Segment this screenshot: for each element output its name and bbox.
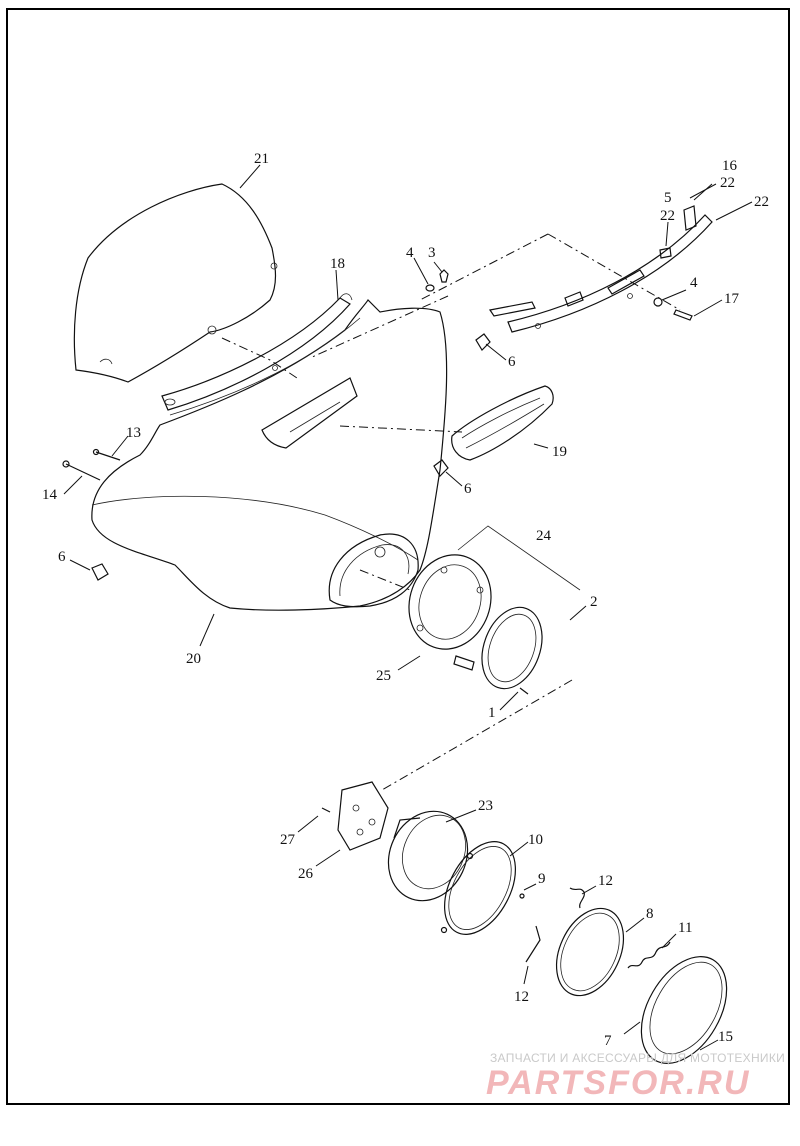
callout-4-right: 4 bbox=[690, 275, 698, 291]
callout-7: 7 bbox=[604, 1033, 612, 1049]
callout-3: 3 bbox=[428, 245, 436, 261]
callout-9: 9 bbox=[538, 871, 546, 887]
callout-22-right: 22 bbox=[754, 194, 769, 210]
callout-20: 20 bbox=[186, 651, 201, 667]
headlamp-trim-ring bbox=[640, 956, 728, 1064]
fasteners bbox=[62, 269, 693, 581]
callout-8: 8 bbox=[646, 906, 654, 922]
headlamp-mounting-ring bbox=[453, 606, 543, 695]
callout-1: 1 bbox=[488, 705, 496, 721]
callout-26: 26 bbox=[298, 866, 314, 882]
callout-24: 24 bbox=[536, 528, 552, 544]
windshield bbox=[73, 183, 278, 383]
callout-6-lower: 6 bbox=[58, 549, 66, 565]
callout-14: 14 bbox=[42, 487, 58, 503]
watermark: ЗАПЧАСТИ И АКСЕССУАРЫ ДЛЯ МОТОТЕХНИКИ PA… bbox=[486, 1051, 785, 1102]
callout-25: 25 bbox=[376, 668, 391, 684]
diagram-frame bbox=[6, 8, 790, 1105]
callout-27: 27 bbox=[280, 832, 296, 848]
headlamp-unit bbox=[387, 810, 469, 902]
callout-22-middle: 22 bbox=[660, 208, 675, 224]
callout-16: 16 bbox=[722, 158, 738, 174]
callout-15: 15 bbox=[718, 1029, 733, 1045]
callout-6-upper: 6 bbox=[508, 354, 516, 370]
leader-lines bbox=[63, 164, 753, 1051]
callout-11: 11 bbox=[678, 920, 692, 936]
fairing-cap-trim bbox=[488, 205, 713, 333]
headlamp-mount-plate bbox=[408, 554, 492, 650]
callout-labels: 21 18 4 3 16 22 22 5 22 4 17 6 19 13 6 1… bbox=[42, 151, 769, 1049]
watermark-brand: PARTSFOR.RU bbox=[486, 1064, 750, 1102]
callout-13: 13 bbox=[126, 425, 141, 441]
callout-10: 10 bbox=[528, 832, 543, 848]
assembly-guide-lines bbox=[221, 233, 681, 791]
callout-21: 21 bbox=[254, 151, 269, 167]
callout-23: 23 bbox=[478, 798, 493, 814]
callout-2: 2 bbox=[590, 594, 598, 610]
vent-assembly bbox=[451, 385, 554, 461]
windshield-trim-strip bbox=[161, 293, 353, 411]
watermark-subtitle: ЗАПЧАСТИ И АКСЕССУАРЫ ДЛЯ МОТОТЕХНИКИ bbox=[490, 1051, 785, 1065]
callout-22-top: 22 bbox=[720, 175, 735, 191]
springs bbox=[525, 887, 671, 969]
callout-19: 19 bbox=[552, 444, 567, 460]
callout-12-upper: 12 bbox=[598, 873, 613, 889]
retaining-ring bbox=[440, 841, 525, 935]
callout-5: 5 bbox=[664, 190, 672, 206]
headlamp-bracket bbox=[321, 781, 389, 851]
callout-12-lower: 12 bbox=[514, 989, 529, 1005]
callout-17: 17 bbox=[724, 291, 740, 307]
callout-6-middle: 6 bbox=[464, 481, 472, 497]
seal-ring bbox=[555, 907, 625, 997]
callout-4-left: 4 bbox=[406, 245, 414, 261]
outer-fairing bbox=[91, 299, 448, 611]
callout-18: 18 bbox=[330, 256, 345, 272]
